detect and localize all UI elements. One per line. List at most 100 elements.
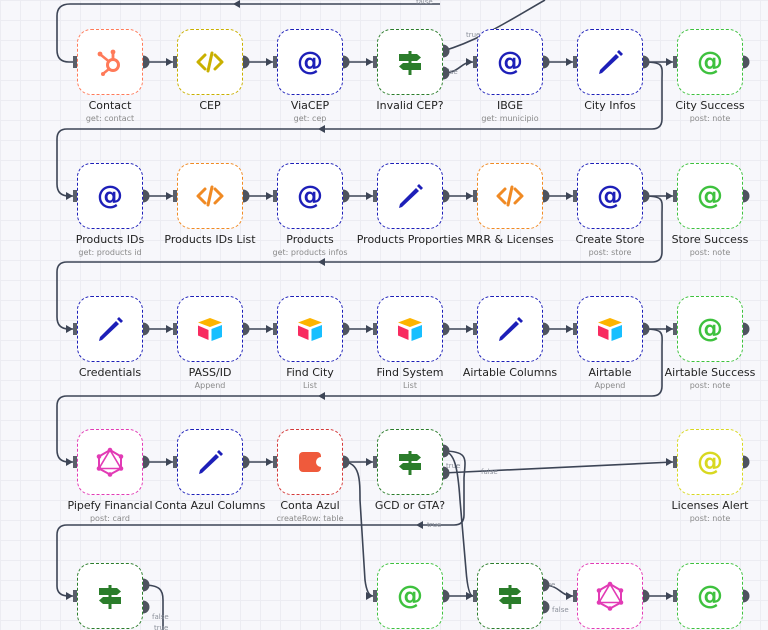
input-port[interactable] [673,323,678,335]
node-create-store[interactable]: @ [577,163,643,229]
node-subtitle: get: products infos [272,248,348,257]
node-store-success[interactable]: @ [677,163,743,229]
edge-label-false: false [481,468,498,476]
input-port[interactable] [73,56,78,68]
pencil-icon [195,447,225,477]
node-pass-id[interactable] [177,296,243,362]
input-port[interactable] [173,56,178,68]
node-airtable-columns[interactable] [477,296,543,362]
pipefy-icon [95,447,125,477]
input-port[interactable] [573,323,578,335]
node-airtable-success[interactable]: @ [677,296,743,362]
wire-arrowhead [466,192,473,200]
node-pipefy-bottom[interactable] [577,563,643,629]
input-port[interactable] [273,456,278,468]
node-conta-azul[interactable] [277,429,343,495]
node-city-infos[interactable] [577,29,643,95]
input-port[interactable] [573,590,578,602]
node-success-bottom-2[interactable]: @ [677,563,743,629]
node-gcd-or-gta[interactable] [377,429,443,495]
input-port[interactable] [473,56,478,68]
node-ibge[interactable]: @ [477,29,543,95]
input-port[interactable] [473,323,478,335]
input-port[interactable] [673,56,678,68]
node-title: Airtable Columns [462,366,558,379]
node-subtitle: post: note [689,514,731,523]
node-products-ids[interactable]: @ [77,163,143,229]
node-subtitle: post: note [689,248,731,257]
airtable-icon [395,314,425,344]
node-contact[interactable] [77,29,143,95]
node-find-system[interactable] [377,296,443,362]
wire-arrowhead [318,258,325,266]
node-success-bottom-1[interactable]: @ [377,563,443,629]
node-if-bottom[interactable] [77,563,143,629]
wire-arrowhead [366,192,373,200]
node-products[interactable]: @ [277,163,343,229]
node-city-success[interactable]: @ [677,29,743,95]
node-airtable[interactable] [577,296,643,362]
node-title: Products IDs [75,233,145,246]
input-port[interactable] [373,590,378,602]
wire-arrowhead [566,192,573,200]
node-licenses-alert[interactable]: @ [677,429,743,495]
wire-arrowhead [266,58,273,66]
input-port[interactable] [373,190,378,202]
input-port[interactable] [373,56,378,68]
edge-label-true: true [154,624,168,630]
input-port[interactable] [73,190,78,202]
wire-arrowhead [66,325,73,333]
input-port[interactable] [173,190,178,202]
input-port[interactable] [673,456,678,468]
at-icon: @ [595,181,625,211]
node-invalid-cep[interactable] [377,29,443,95]
edge-label-false: false [416,0,433,6]
input-port[interactable] [673,190,678,202]
input-port[interactable] [573,190,578,202]
pencil-icon [395,181,425,211]
svg-text:@: @ [697,447,723,477]
at-icon: @ [695,47,725,77]
node-products-ids-list[interactable] [177,163,243,229]
wire-arrowhead [318,392,325,400]
node-title: Airtable [588,366,632,379]
input-port[interactable] [73,590,78,602]
node-conta-azul-columns[interactable] [177,429,243,495]
node-products-properties[interactable] [377,163,443,229]
input-port[interactable] [173,456,178,468]
input-port[interactable] [73,323,78,335]
input-port[interactable] [173,323,178,335]
input-port[interactable] [473,190,478,202]
node-if-bottom-2[interactable] [477,563,543,629]
input-port[interactable] [273,190,278,202]
wire-arrowhead [566,592,573,600]
node-title: IBGE [496,99,524,112]
input-port[interactable] [373,456,378,468]
wire-arrowhead [466,325,473,333]
input-port[interactable] [273,56,278,68]
node-credentials[interactable] [77,296,143,362]
input-port[interactable] [273,323,278,335]
input-port[interactable] [373,323,378,335]
wire-arrowhead [66,592,73,600]
at-icon: @ [95,181,125,211]
edge-label-false: false [552,606,569,614]
input-port[interactable] [73,456,78,468]
node-mrr-licenses[interactable] [477,163,543,229]
svg-text:@: @ [697,581,723,611]
connection-wire [442,0,546,52]
wire-arrowhead [233,0,240,8]
svg-text:@: @ [597,181,623,211]
connection-wire [56,195,663,330]
node-title: Products [286,233,334,246]
node-cep[interactable] [177,29,243,95]
wire-arrowhead [266,192,273,200]
node-pipefy-financial[interactable] [77,429,143,495]
input-port[interactable] [673,590,678,602]
input-port[interactable] [573,56,578,68]
input-port[interactable] [473,590,478,602]
node-subtitle: post: note [689,381,731,390]
node-viacep[interactable]: @ [277,29,343,95]
node-find-city[interactable] [277,296,343,362]
